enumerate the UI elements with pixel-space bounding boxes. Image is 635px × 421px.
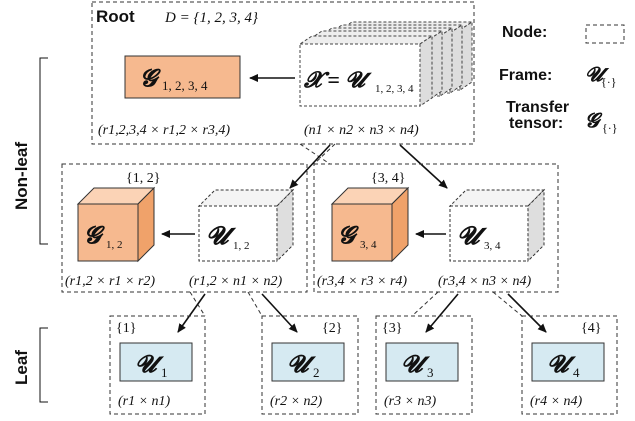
legend-node-swatch [585, 24, 625, 44]
u34-to-u3-arrow [425, 293, 459, 333]
nonleaf-node-12-frame-dims: (r1,2 × n1 × n2) [189, 274, 283, 289]
leaf-node-1-subscript: 1 [161, 365, 168, 380]
leaf-node-4-subscript: 4 [573, 365, 580, 380]
nonleaf-node-34-frame-subscript: 3, 4 [484, 240, 501, 252]
leaf-node-1-dims: (r1 × n1) [118, 394, 171, 409]
leaf-node-2 [261, 315, 359, 415]
nonleaf-node-12-frame-subscript: 1, 2 [233, 240, 250, 252]
legend-transfer-label-line1: Transfer [506, 99, 569, 116]
root-frame-subscript: 1, 2, 3, 4 [375, 83, 414, 95]
leaf-node-2-set: {2} [322, 321, 342, 336]
nonleaf-node-34-set: {3, 4} [371, 171, 405, 186]
legend-node-label: Node: [502, 24, 547, 41]
leaf-node-1 [109, 315, 206, 415]
root-transfer-dims: (r1,2,3,4 × r1,2 × r3,4) [98, 123, 230, 138]
legend-transfer-subscript: {·} [602, 121, 618, 135]
leaf-node-4-set: {4} [581, 321, 601, 336]
leaf-node-3-subscript: 3 [427, 365, 434, 380]
nonleaf-node-34-frame [448, 188, 546, 263]
nonleaf-bracket [39, 57, 48, 245]
nonleaf-node-34-transfer-tensor [330, 186, 410, 263]
leaf-node-1-set: {1} [116, 321, 136, 336]
n34-leaf4-connector [492, 291, 523, 317]
nonleaf-node-12-transfer-tensor [76, 186, 156, 263]
leaf-node-3-dims: (r3 × n3) [384, 394, 437, 409]
root-to-u12-arrow [289, 144, 331, 189]
root-to-u34-arrow [399, 144, 448, 189]
u12-to-u1-arrow [177, 293, 206, 333]
root-transfer-subscript: 1, 2, 3, 4 [162, 78, 208, 93]
nonleaf-node-12-transfer-symbol: 𝓖 [84, 223, 105, 249]
n34-leaf3-connector [411, 291, 439, 317]
nonleaf-node-12-transfer-subscript: 1, 2 [106, 239, 123, 251]
root-label: Root [96, 7, 135, 26]
nonleaf-node-34-box [313, 163, 559, 293]
leaf-node-2-dims: (r2 × n2) [270, 394, 323, 409]
nonleaf-node-12-box [61, 163, 308, 293]
root-left-connector [299, 143, 331, 165]
root-transfer-symbol: 𝓖 [140, 66, 161, 92]
nonleaf-node-12-set: {1, 2} [126, 171, 160, 186]
leaf-node-3-set: {3} [382, 321, 402, 336]
root-dataset-set: D = {1, 2, 3, 4} [164, 10, 258, 26]
n12-leaf2-connector [247, 291, 263, 317]
leaf-node-4 [521, 315, 618, 415]
nonleaf-side-label: Non-leaf [12, 142, 31, 210]
nonleaf-node-34-frame-dims: (r3,4 × n3 × n4) [438, 274, 532, 289]
leaf-node-3 [375, 315, 473, 415]
nonleaf-node-12-frame [197, 188, 295, 263]
legend-transfer-label-line2: tensor: [509, 115, 563, 132]
root-node-box [91, 1, 475, 145]
nonleaf-node-12-transfer-dims: (r1,2 × r1 × r2) [65, 274, 155, 289]
root-frame-equation: 𝓧 = 𝓤 [303, 67, 372, 92]
leaf-node-2-subscript: 2 [313, 365, 320, 380]
legend-transfer-symbol: 𝓖 [585, 110, 603, 132]
u12-to-u2-arrow [261, 293, 298, 333]
nonleaf-node-34-transfer-symbol: 𝓖 [338, 223, 359, 249]
root-right-connector [313, 143, 336, 165]
root-frame-stack [298, 21, 474, 107]
leaf-node-4-dims: (r4 × n4) [530, 394, 583, 409]
root-transfer-tensor [124, 55, 241, 99]
leaf-side-label: Leaf [12, 350, 31, 385]
legend-frame-label: Frame: [499, 67, 552, 84]
nonleaf-node-34-transfer-dims: (r3,4 × r3 × r4) [317, 274, 407, 289]
u34-to-u4-arrow [507, 293, 547, 333]
leaf-bracket [39, 327, 48, 403]
legend-frame-subscript: {·} [601, 75, 617, 89]
nonleaf-node-34-transfer-subscript: 3, 4 [360, 239, 377, 251]
root-frame-dims: (n1 × n2 × n3 × n4) [304, 123, 419, 138]
